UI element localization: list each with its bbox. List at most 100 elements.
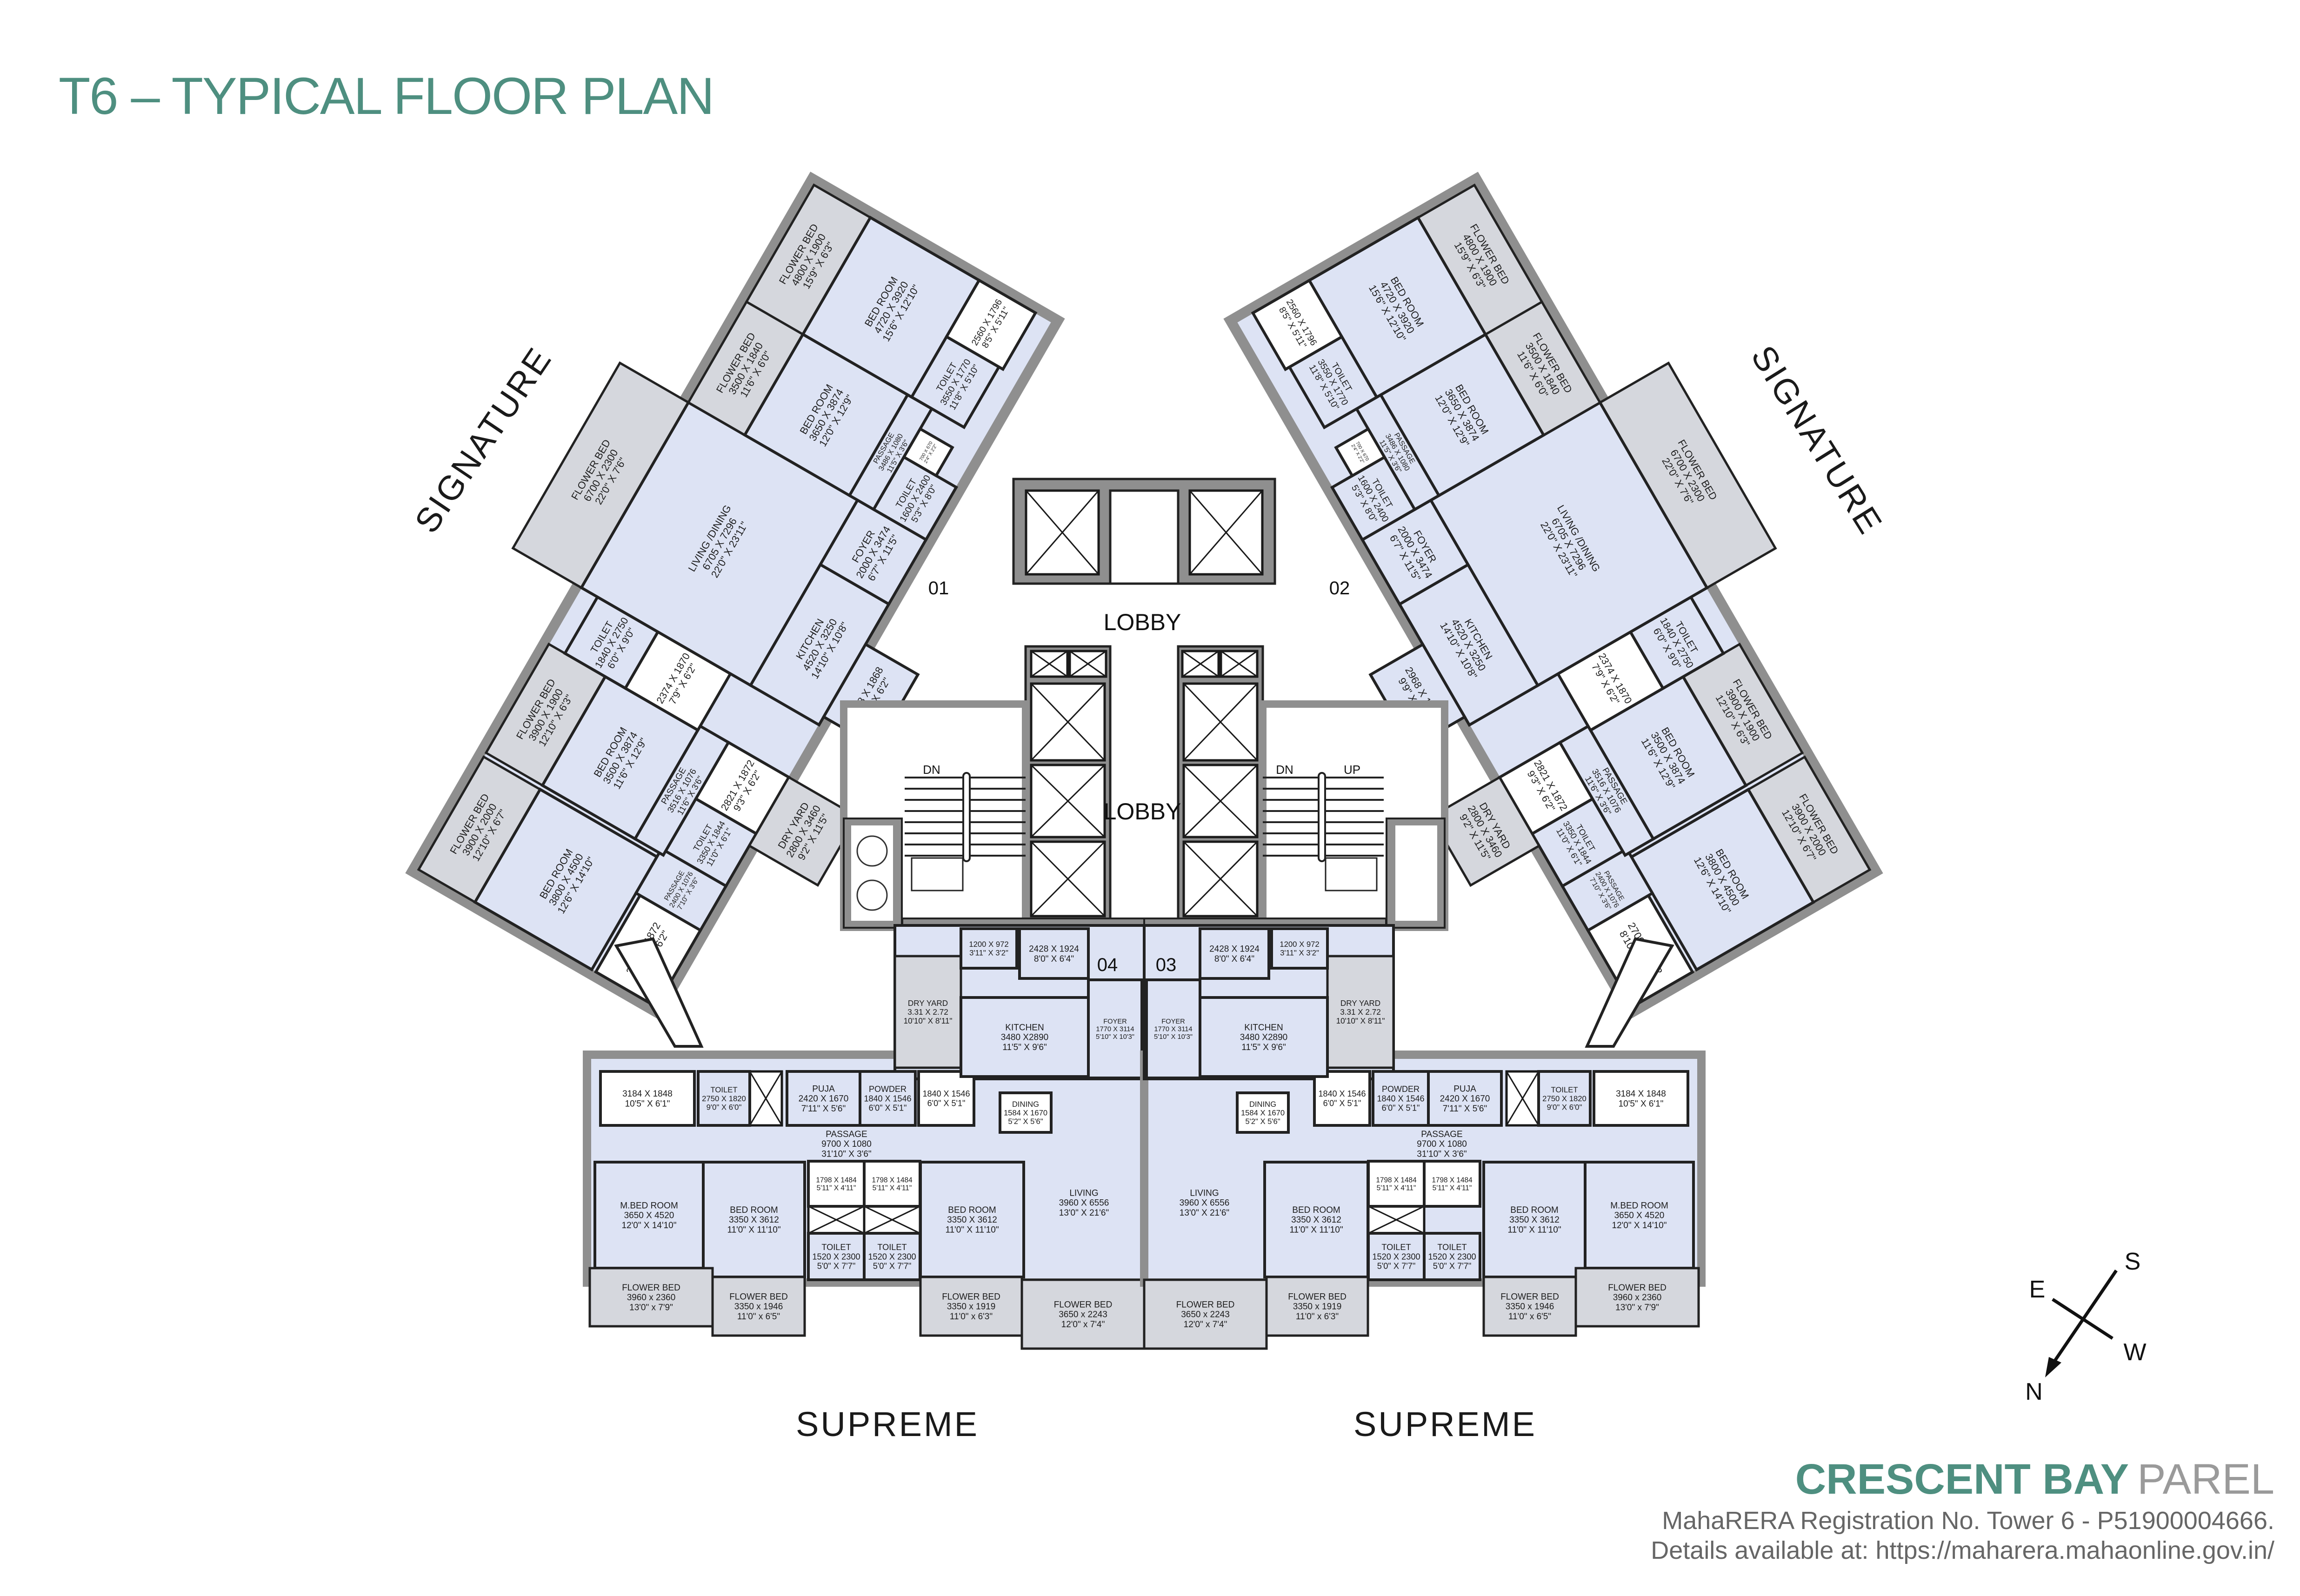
stair-right-dn-label: DN	[1276, 763, 1293, 777]
room-passage: PASSAGE2400 X 10767'10" X 3'6"	[1560, 847, 1654, 932]
room-closet: 2821 X 18729'3" X 6'2"	[1497, 740, 1595, 836]
lift-shaft	[1030, 764, 1106, 838]
room-living-dining: LIVING /DINING6705 X 729622'0" X 23'11"	[1429, 400, 1709, 688]
room-name: TOILET	[1551, 1085, 1578, 1094]
room-imperial: 5'0" X 7'7"	[1433, 1262, 1472, 1271]
room-name: TOILET	[1437, 1243, 1467, 1252]
compass-rose: S E W N	[2025, 1248, 2146, 1405]
room-imperial: 11'0" x 6'5"	[1508, 1312, 1551, 1322]
room-size: 3350 X 3612	[1509, 1215, 1560, 1225]
room-size: 2420 X 1670	[1440, 1094, 1490, 1104]
room-imperial: 11'0" X 11'10"	[727, 1225, 780, 1235]
plan-drawing: FLOWER BED3900 X 200012'10" X 6'7"BED RO…	[405, 172, 1883, 1350]
room-imperial: 11'0" X 11'10"	[1289, 1225, 1343, 1235]
room-imperial: 5'10" X 10'3"	[1096, 1033, 1134, 1041]
room-imperial: 6'0" X 5'1"	[869, 1104, 907, 1113]
wing-label-supreme-right: SUPREME	[1353, 1405, 1537, 1443]
compass-south: S	[2125, 1248, 2141, 1275]
room-imperial: 6'0" X 5'1"	[927, 1098, 966, 1108]
room-name: BED ROOM	[948, 1205, 996, 1215]
room-foyer: FOYER2000 X 34746'7" X 11'5"	[1360, 498, 1470, 606]
room-name: BED ROOM	[1292, 1205, 1340, 1215]
room-size: 3350 X 3612	[729, 1215, 779, 1225]
unit-number-04: 04	[1097, 955, 1118, 975]
signature-unit-02: FLOWER BED3900 X 200012'10" X 6'7"BED RO…	[1223, 172, 1883, 1020]
room-size: 3184 X 1848	[1616, 1089, 1666, 1099]
small-shaft	[1068, 650, 1107, 678]
room-name: M.BED ROOM	[620, 1201, 678, 1210]
room-size: 3480 X2890	[1001, 1033, 1049, 1043]
stair-left-dn-label: DN	[923, 763, 940, 777]
room-kitchen: KITCHEN4520 X 325014'10" X 10'8"	[748, 562, 891, 727]
room-bed-room: BED ROOM4720 X 392015'6" X 12'10"	[1307, 215, 1487, 399]
room-name: FLOWER BED	[1288, 1292, 1347, 1302]
room-imperial: 11'0" X 11'10"	[1507, 1225, 1561, 1235]
north-arrow-icon	[2045, 1357, 2061, 1377]
room-size: 1520 X 2300	[812, 1252, 860, 1261]
room-imperial: 9'0" X 6'0"	[707, 1103, 742, 1112]
room-name: FLOWER BED	[942, 1292, 1000, 1302]
room-imperial: 5'11" X 4'11"	[1433, 1184, 1472, 1192]
room-closet: 2374 X 18707'9" X 6'2"	[623, 630, 733, 732]
room-size: 3960 X 6556	[1180, 1198, 1230, 1208]
small-shaft	[1030, 650, 1069, 678]
stair-right-up-label: UP	[1344, 763, 1360, 777]
room-size: 3960 X 6556	[1059, 1198, 1109, 1208]
room-size: 1200 X 972	[1280, 940, 1319, 949]
room-size: 3650 X 4520	[624, 1211, 674, 1221]
room-imperial: 12'0" X 14'10"	[1612, 1221, 1667, 1230]
shaft	[1505, 1070, 1540, 1127]
room-size: 1798 X 1484	[872, 1176, 913, 1184]
room-name: DRY YARD	[908, 999, 948, 1008]
room-closet: 700 X 6702'4" X 2'2"	[1334, 427, 1387, 478]
room-toilet: TOILET1600 X 24005'3" X 8'0"	[1330, 455, 1417, 542]
lift-shaft	[1182, 682, 1259, 762]
room-closet: 2560 X 17968'5" X 5'11"	[944, 278, 1038, 372]
connector-right	[1585, 937, 1674, 1048]
room-size: 2420 X 1670	[799, 1094, 849, 1104]
room-living-dining: LIVING /DINING6705 X 729622'0" X 23'11"	[579, 400, 860, 687]
room-name: LIVING	[1069, 1188, 1098, 1198]
room-size: 3350 x 1919	[947, 1302, 996, 1312]
details-link-text[interactable]: Details available at: https://maharera.m…	[1651, 1536, 2274, 1564]
room-size: 3650 X 4520	[1614, 1211, 1665, 1221]
room-name: KITCHEN	[1005, 1023, 1044, 1032]
room-imperial: 10'5" X 6'1"	[625, 1099, 670, 1109]
small-shaft	[1181, 650, 1220, 678]
lift-shaft	[1030, 840, 1106, 918]
room-size: 9700 X 1080	[1417, 1139, 1467, 1149]
room-imperial: 11'0" x 6'5"	[737, 1312, 780, 1322]
room-closet: 700 X 6702'4" X 2'2"	[902, 427, 954, 478]
room-name: FLOWER BED	[1054, 1300, 1113, 1310]
small-shaft	[1220, 650, 1259, 678]
room-size: 3480 X2890	[1240, 1033, 1288, 1043]
